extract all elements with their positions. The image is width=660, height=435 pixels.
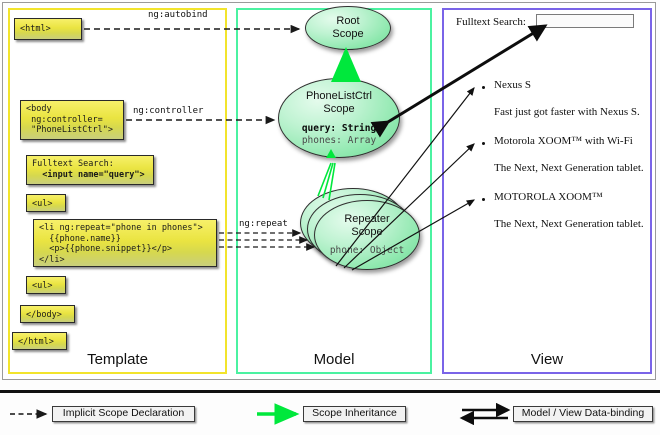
code-box-ul-close: <ul> <box>26 276 66 294</box>
code-box-search-line1: Fulltext Search: <box>32 159 114 169</box>
code-box-fulltext-search: Fulltext Search: <input name="query"> <box>26 155 154 185</box>
scope-repeater-title-2: Scope <box>351 226 383 238</box>
scope-phonelistctrl-title-2: Scope <box>323 102 355 115</box>
view-phone-name-1: Motorola XOOM™ with Wi-Fi <box>494 135 633 147</box>
code-box-ul-open: <ul> <box>26 194 66 212</box>
column-label-model: Model <box>313 351 355 368</box>
legend-label-inheritance: Scope Inheritance <box>303 406 406 422</box>
panel-template: Template <box>8 8 227 374</box>
view-phone-name-0: Nexus S <box>494 79 531 91</box>
view-content: Fulltext Search: Nexus S Fast just got f… <box>452 14 646 234</box>
view-bullet-icon <box>482 86 485 89</box>
column-label-view: View <box>530 351 564 368</box>
view-bullet-icon <box>482 198 485 201</box>
code-box-body-close: </body> <box>20 305 75 323</box>
column-label-template: Template <box>87 351 148 368</box>
legend-divider <box>0 390 660 393</box>
view-phone-snippet-1: The Next, Next Generation tablet. <box>494 162 644 174</box>
scope-root: Root Scope <box>305 6 391 50</box>
code-box-html-close: </html> <box>12 332 67 350</box>
view-search-input[interactable] <box>536 14 634 28</box>
scope-root-title-2: Scope <box>332 28 364 40</box>
connector-label-ng-repeat: ng:repeat <box>239 219 288 229</box>
scope-root-title-1: Root <box>336 15 360 27</box>
scope-prop-query: query: String <box>301 122 377 134</box>
code-box-search-line2: <input name="query"> <box>32 169 145 180</box>
view-phone-snippet-0: Fast just got faster with Nexus S. <box>494 106 640 118</box>
view-phone-snippet-2: The Next, Next Generation tablet. <box>494 218 644 230</box>
view-phone-name-2: MOTOROLA XOOM™ <box>494 191 603 203</box>
connector-label-ng-autobind: ng:autobind <box>148 10 208 20</box>
scope-repeater: Repeater Scope phone: Object <box>314 200 420 270</box>
scope-prop-phone: phone: Object <box>329 245 405 256</box>
legend-label-implicit: Implicit Scope Declaration <box>52 406 195 422</box>
scope-prop-phones: phones: Array <box>301 134 377 146</box>
connector-label-ng-controller: ng:controller <box>133 106 204 116</box>
code-box-body-open: <body ng:controller= "PhoneListCtrl"> <box>20 100 124 140</box>
code-box-li-repeat: <li ng:repeat="phone in phones"> {{phone… <box>33 219 217 267</box>
legend-label-databinding: Model / View Data-binding <box>513 406 653 422</box>
view-search-label: Fulltext Search: <box>456 16 526 28</box>
scope-repeater-title-1: Repeater <box>344 213 390 225</box>
code-box-html-open: <html> <box>14 18 82 40</box>
scope-phonelistctrl-title-1: PhoneListCtrl <box>305 89 373 102</box>
scope-phonelistctrl: PhoneListCtrl Scope query: String phones… <box>278 78 400 158</box>
view-bullet-icon <box>482 142 485 145</box>
legend-arrow-databinding <box>459 402 511 426</box>
